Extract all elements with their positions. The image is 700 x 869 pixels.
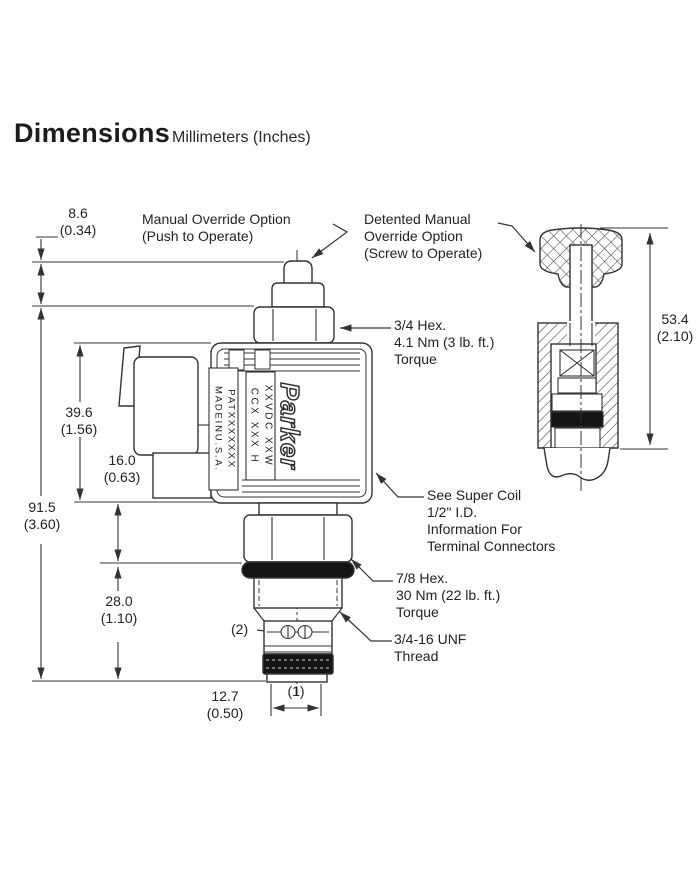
coil-patent-text: PATXXXXXXX [225, 389, 237, 469]
coil [208, 342, 373, 504]
callout-line: 3/4 Hex. [394, 317, 447, 333]
valve-nose [266, 673, 328, 683]
callout-line: Information For [427, 521, 522, 537]
dim-inch: (3.60) [23, 516, 61, 532]
callout-line: (Push to Operate) [142, 228, 254, 244]
coil-origin-text: MADEINU.S.A. [212, 386, 224, 472]
thread-band [262, 653, 334, 675]
callout-line: 4.1 Nm (3 lb. ft.) [394, 334, 495, 350]
hex-nut-78 [243, 514, 353, 563]
callout-line: Override Option [364, 228, 463, 244]
terminal-connector-housing [118, 345, 212, 499]
dim-mm: 16.0 [108, 452, 136, 468]
coil-patent-marking: PATXXXXXXX MADEINU.S.A. [210, 368, 238, 491]
valve-front-view [118, 250, 373, 696]
callout-line: 7/8 Hex. [396, 570, 449, 586]
coil-spec-marking: XXVDC XXW CCX XXX H [247, 375, 275, 478]
coil-ribs-top [224, 352, 360, 372]
callout-line: See Super Coil [427, 487, 522, 503]
thread-leader [339, 611, 392, 642]
callout-unf-thread: 3/4-16 UNF Thread [394, 631, 466, 665]
callout-line: Detented Manual [364, 211, 471, 227]
callout-line: Torque [396, 604, 439, 620]
callout-super-coil: See Super Coil 1/2" I.D. Information For… [427, 487, 555, 555]
dim-inch: (2.10) [656, 328, 694, 344]
dim-mm: 91.5 [28, 499, 56, 515]
manual-override-leader [311, 223, 349, 259]
callout-line: Terminal Connectors [427, 538, 556, 554]
dim-inch: (0.63) [103, 469, 141, 485]
cross-drilled-holes [267, 624, 329, 640]
coil-label-box-spec [245, 371, 276, 481]
callout-line: 1/2" I.D. [427, 504, 478, 520]
dim-mm: 53.4 [661, 311, 689, 327]
callout-line: Manual Override Option [142, 211, 291, 227]
callout-hex-78: 7/8 Hex. 30 Nm (22 lb. ft.) Torque [396, 570, 500, 621]
ref-label-1: (1) [287, 683, 305, 699]
reference-lines [32, 236, 322, 716]
push-button [283, 260, 313, 285]
dim-mm: 39.6 [65, 404, 93, 420]
dim-button-height: 8.6 (0.34) [46, 205, 110, 239]
dim-cartridge-height: 28.0 (1.10) [90, 593, 148, 627]
detent-mechanism [550, 349, 604, 449]
callout-detented-override: Detented Manual Override Option (Screw t… [364, 211, 482, 262]
dim-overall-height: 91.5 (3.60) [14, 499, 70, 533]
body-break-line [543, 447, 611, 481]
dim-mm: 8.6 [68, 205, 88, 221]
o-ring [241, 561, 355, 579]
callout-hex-34: 3/4 Hex. 4.1 Nm (3 lb. ft.) Torque [394, 317, 494, 368]
dim-inch: (1.10) [100, 610, 138, 626]
cartridge-body [253, 577, 343, 609]
callout-line: Torque [394, 351, 437, 367]
dimension-lines [37, 233, 654, 712]
detented-section-view [537, 224, 668, 492]
callout-manual-override: Manual Override Option (Push to Operate) [142, 211, 291, 245]
ref-label-2: (2) [231, 621, 249, 637]
detented-leader [497, 222, 536, 253]
supercoil-leader [375, 472, 424, 498]
parker-logo: Parker [274, 382, 305, 470]
coil-label-box-patent [208, 367, 239, 491]
hex-nut-34 [253, 306, 335, 344]
callout-line: 3/4-16 UNF [394, 631, 467, 647]
dim-inch: (0.34) [59, 222, 97, 238]
hex78-leader [350, 558, 393, 582]
dim-inch: (1.56) [60, 421, 98, 437]
dim-detent-height: 53.4 (2.10) [650, 311, 700, 345]
button-step [271, 282, 325, 308]
dim-mm: 12.7 [211, 688, 239, 704]
leader-lines [256, 222, 536, 642]
dim-coil-offset: 16.0 (0.63) [94, 452, 150, 486]
dim-nose-diameter: 12.7 (0.50) [198, 688, 252, 722]
callout-line: 30 Nm (22 lb. ft.) [396, 587, 501, 603]
callout-line: (Screw to Operate) [364, 245, 483, 261]
coil-spec-line2: CCX XXX H [248, 387, 260, 465]
page-title: Dimensions [14, 118, 171, 148]
terminal-tab [254, 349, 271, 370]
page-subtitle: Millimeters (Inches) [172, 129, 311, 146]
callout-line: Thread [394, 648, 439, 664]
dim-mm: 28.0 [105, 593, 133, 609]
dim-coil-height: 39.6 (1.56) [50, 404, 108, 438]
dim-inch: (0.50) [206, 705, 244, 721]
coil-spec-line1: XXVDC XXW [262, 384, 274, 468]
cartridge-neck [263, 620, 333, 655]
coil-neck [258, 502, 338, 516]
